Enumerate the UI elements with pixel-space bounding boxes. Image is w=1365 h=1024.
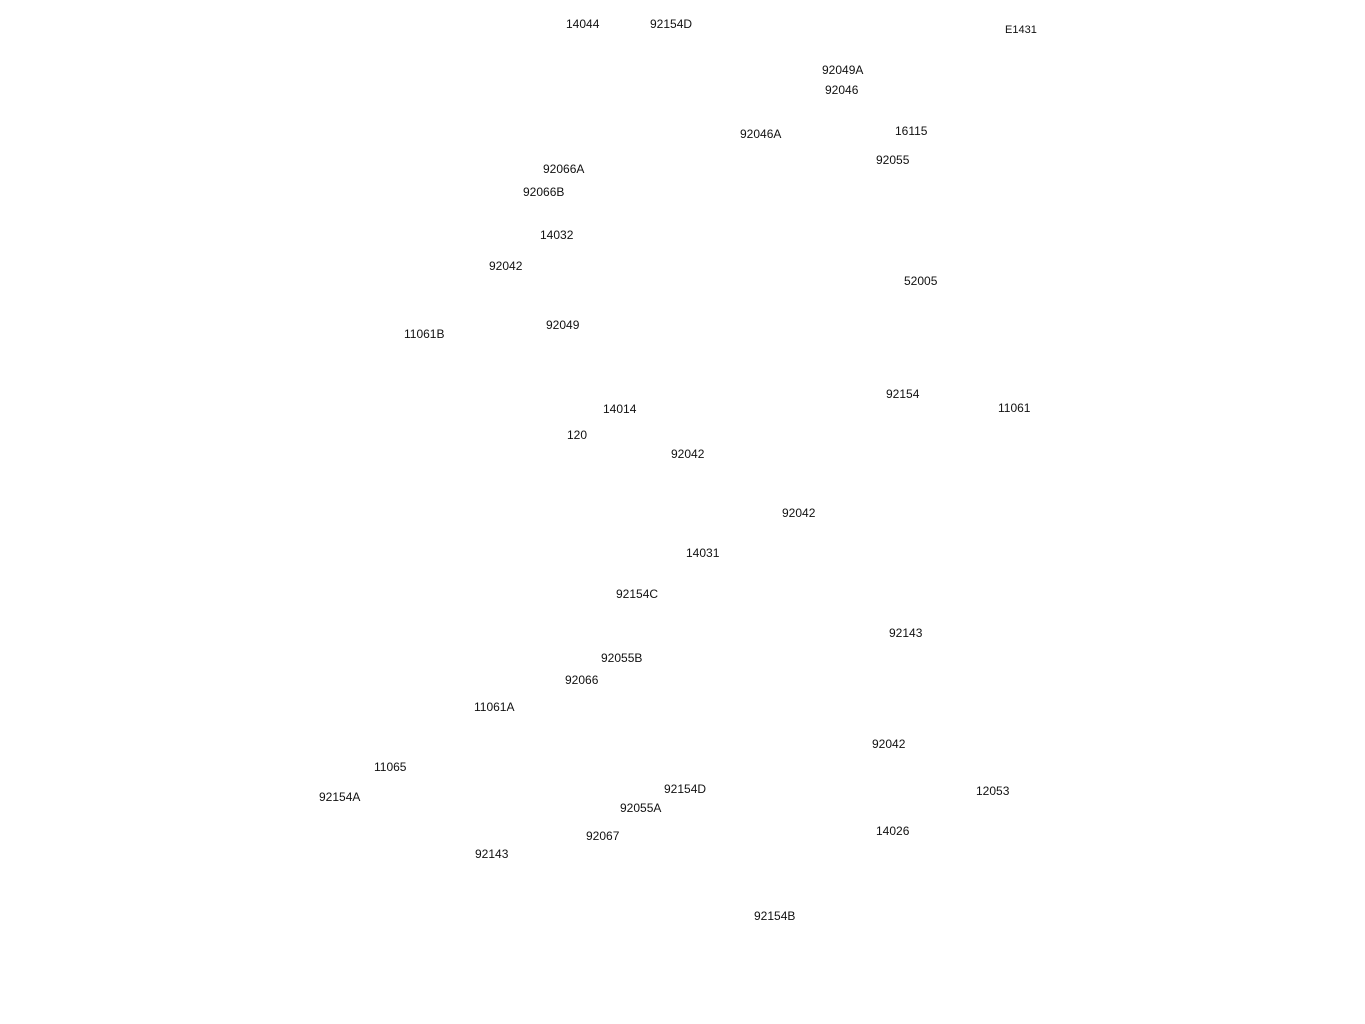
label-14032: 14032 [540,228,574,242]
label-11065: 11065 [374,760,407,774]
label-14031: 14031 [686,546,720,560]
label-92042-b: 92042 [671,447,705,461]
label-92143-a: 92143 [889,626,923,640]
label-52005: 52005 [904,274,938,288]
label-92154B: 92154B [754,909,796,923]
label-11061A: 11061A [474,700,515,714]
label-12053: 12053 [976,784,1010,798]
label-92049A: 92049A [822,63,864,77]
label-92042-a: 92042 [489,259,523,273]
label-92049: 92049 [546,318,580,332]
label-11061B: 11061B [404,327,445,341]
label-92066B: 92066B [523,185,565,199]
label-14014: 14014 [603,402,637,416]
label-92143-b: 92143 [475,847,509,861]
label-92154D-low: 92154D [664,782,707,796]
label-92154D-top: 92154D [650,17,693,31]
label-92154A: 92154A [319,790,361,804]
label-92066: 92066 [565,673,599,687]
label-92046A: 92046A [740,127,782,141]
label-11061: 11061 [998,401,1031,415]
label-92067: 92067 [586,829,620,843]
diagram-code: E1431 [1005,24,1037,36]
label-14044: 14044 [566,17,600,31]
label-92066A: 92066A [543,162,585,176]
label-92154: 92154 [886,387,920,401]
label-120: 120 [567,428,588,442]
label-16115: 16115 [895,124,928,138]
label-92046: 92046 [825,83,859,97]
label-92042-c: 92042 [782,506,816,520]
label-92055B: 92055B [601,651,643,665]
label-92055A: 92055A [620,801,662,815]
label-14026: 14026 [876,824,910,838]
label-92055: 92055 [876,153,910,167]
label-92154C: 92154C [616,587,659,601]
label-92042-d: 92042 [872,737,906,751]
